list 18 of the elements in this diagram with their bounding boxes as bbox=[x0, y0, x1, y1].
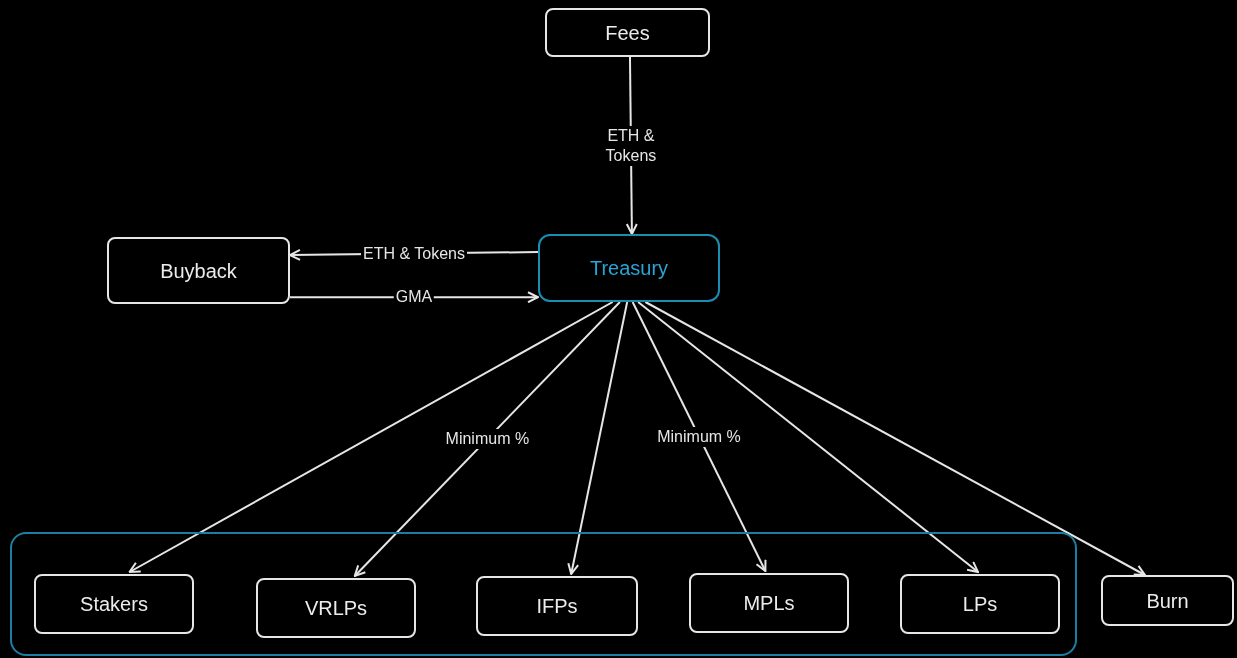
process-box: Buyback bbox=[107, 237, 290, 304]
arrow bbox=[644, 301, 1146, 576]
process-box: VRLPs bbox=[256, 578, 416, 638]
group-frame bbox=[10, 532, 1077, 656]
process-box: Burn bbox=[1101, 575, 1234, 626]
arrow bbox=[128, 301, 614, 573]
process-box: LPs bbox=[900, 574, 1060, 634]
arrow bbox=[631, 301, 767, 572]
edge-label: Minimum % bbox=[655, 426, 743, 447]
process-box: Stakers bbox=[34, 574, 194, 634]
process-box: Fees bbox=[545, 8, 710, 57]
arrow bbox=[353, 301, 621, 577]
arrow bbox=[637, 301, 979, 573]
arrow bbox=[567, 301, 629, 575]
treasury-box: Treasury bbox=[538, 234, 720, 302]
process-box: MPLs bbox=[689, 573, 849, 633]
edge-label: Minimum % bbox=[443, 429, 532, 449]
process-box: IFPs bbox=[476, 576, 638, 636]
